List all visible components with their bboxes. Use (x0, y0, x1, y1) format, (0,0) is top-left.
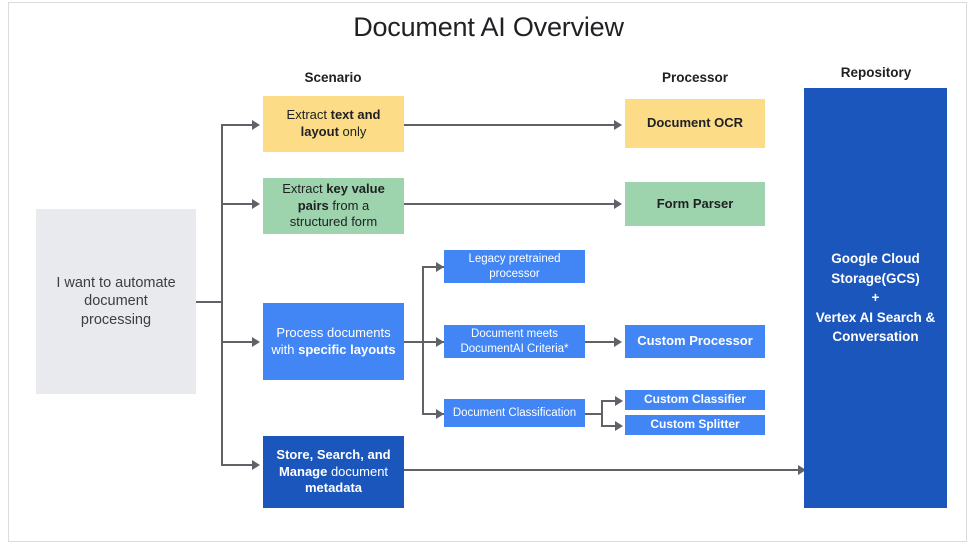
processor-3-label: Custom Processor (637, 333, 753, 349)
arrowhead-to-custom-splitter (615, 421, 623, 431)
scenario-2-line2-regular: from a (328, 197, 370, 213)
middle-node-1-label: Legacy pretrained processor (461, 252, 567, 281)
middle-node-1-line2: processor (489, 267, 540, 280)
scenario-4-line2-bold: Manage (278, 463, 328, 479)
arrowhead-to-document-criteria (436, 337, 444, 347)
scenario-box-process-specific-layouts[interactable]: Process documents with specific layouts (263, 303, 404, 380)
connector-scenario3-stem (404, 341, 434, 343)
middle-node-2-line2: DocumentAI Criteria* (460, 342, 569, 355)
input-line-3: processing (80, 311, 152, 328)
repository-line-4: Vertex AI Search & (815, 309, 936, 325)
arrowhead-to-document-ocr (614, 120, 622, 130)
scenario-1-line1-bold: text and (330, 107, 381, 123)
connector-input-stem (195, 301, 223, 303)
scenario-3-line1-regular: Process documents (276, 324, 391, 340)
middle-node-3-label: Document Classification (452, 406, 577, 419)
column-header-scenario: Scenario (304, 70, 362, 85)
arrowhead-to-scenario-1 (252, 120, 260, 130)
page-title: Document AI Overview (353, 12, 624, 42)
middle-node-2-label: Document meets DocumentAI Criteria* (453, 327, 575, 356)
processor-2-label: Form Parser (656, 195, 734, 211)
processor-5-label: Custom Splitter (650, 417, 740, 432)
processor-box-custom-processor[interactable]: Custom Processor (625, 325, 765, 358)
scenario-box-extract-key-value-pairs[interactable]: Extract key value pairs from a structure… (263, 178, 404, 234)
scenario-box-extract-text-layout[interactable]: Extract text and layout only (263, 96, 404, 152)
scenario-box-store-search-manage[interactable]: Store, Search, and Manage document metad… (263, 436, 404, 508)
arrowhead-to-repository (798, 465, 806, 475)
processor-box-custom-classifier[interactable]: Custom Classifier (625, 390, 765, 410)
scenario-3-line2-regular: with (271, 341, 299, 357)
connector-to-document-criteria (422, 341, 444, 343)
processor-1-label: Document OCR (646, 115, 744, 131)
scenario-1-line2-regular: only (338, 124, 367, 139)
connector-scenario1-to-ocr (404, 124, 616, 126)
arrowhead-to-scenario-4 (252, 460, 260, 470)
connector-to-custom-splitter (601, 425, 619, 427)
connector-scenario2-to-form-parser (404, 203, 616, 205)
connector-scenario4-to-repository (404, 469, 804, 471)
connector-criteria-to-custom-processor (585, 341, 616, 343)
connector-to-legacy-processor (422, 266, 444, 268)
scenario-1-line1-regular: Extract (286, 107, 331, 123)
connector-to-scenario-4 (221, 464, 255, 466)
repository-box[interactable]: Google Cloud Storage(GCS) + Vertex AI Se… (804, 88, 947, 508)
middle-node-document-meets-criteria[interactable]: Document meets DocumentAI Criteria* (444, 325, 585, 358)
middle-node-legacy-pretrained-processor[interactable]: Legacy pretrained processor (444, 250, 585, 283)
scenario-2-line1-bold: key value (326, 181, 385, 197)
middle-node-document-classification[interactable]: Document Classification (444, 399, 585, 427)
arrowhead-to-document-classification (436, 409, 444, 419)
input-box-label: I want to automate document processing (49, 274, 182, 330)
processor-box-form-parser[interactable]: Form Parser (625, 182, 765, 226)
repository-line-3: + (871, 290, 880, 306)
arrowhead-to-scenario-2 (252, 199, 260, 209)
column-header-processor: Processor (661, 70, 729, 85)
scenario-2-line1-regular: Extract (282, 181, 327, 197)
scenario-4-line3-bold: metadata (304, 480, 363, 496)
input-line-2: document (84, 293, 148, 310)
column-header-repository: Repository (840, 65, 912, 80)
scenario-3-label: Process documents with specific layouts (264, 325, 402, 358)
arrowhead-to-scenario-3 (252, 337, 260, 347)
processor-4-label: Custom Classifier (643, 392, 747, 407)
connector-classification-stem (585, 413, 603, 415)
scenario-4-line2-regular: document (327, 463, 389, 479)
connector-input-trunk (221, 125, 223, 465)
scenario-3-line2-bold: specific layouts (298, 341, 396, 357)
repository-line-5: Conversation (832, 329, 919, 345)
connector-classification-trunk (601, 400, 603, 427)
repository-line-2: Storage(GCS) (831, 270, 920, 286)
arrowhead-to-custom-classifier (615, 396, 623, 406)
connector-to-scenario-2 (221, 203, 255, 205)
scenario-4-line1-bold: Store, Search, and (276, 447, 391, 463)
scenario-1-line2-bold: layout (300, 124, 339, 139)
scenario-2-line3-regular: structured form (289, 214, 378, 230)
scenario-2-label: Extract key value pairs from a structure… (275, 181, 392, 231)
middle-node-2-line1: Document meets (471, 328, 558, 341)
processor-box-custom-splitter[interactable]: Custom Splitter (625, 415, 765, 435)
processor-box-document-ocr[interactable]: Document OCR (625, 99, 765, 148)
arrowhead-to-form-parser (614, 199, 622, 209)
connector-to-custom-classifier (601, 400, 619, 402)
connector-to-document-classification (422, 413, 444, 415)
scenario-4-label: Store, Search, and Manage document metad… (269, 447, 397, 497)
input-line-1: I want to automate (56, 274, 176, 291)
scenario-1-label: Extract text and layout only (280, 107, 388, 140)
arrowhead-to-legacy-processor (436, 262, 444, 272)
middle-node-1-line1: Legacy pretrained (468, 253, 561, 266)
scenario-2-line2-bold: pairs (297, 197, 329, 213)
input-box[interactable]: I want to automate document processing (36, 209, 196, 394)
connector-middle-trunk (422, 267, 424, 414)
connector-to-scenario-3 (221, 341, 255, 343)
repository-label: Google Cloud Storage(GCS) + Vertex AI Se… (809, 249, 943, 347)
arrowhead-to-custom-processor (614, 337, 622, 347)
repository-line-1: Google Cloud (831, 251, 920, 267)
connector-to-scenario-1 (221, 124, 255, 126)
